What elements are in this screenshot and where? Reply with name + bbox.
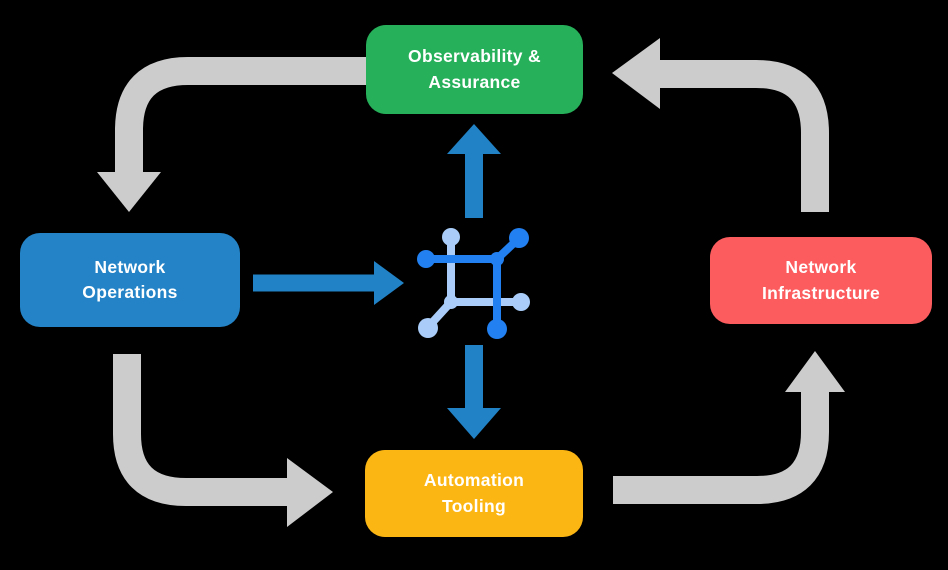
- icon-node-circle: [418, 318, 438, 338]
- flow-arrow-operations-to-icon: [253, 261, 404, 305]
- icon-node-circle: [487, 319, 507, 339]
- node-network-infrastructure: Network Infrastructure: [710, 237, 932, 324]
- cycle-arrow-observability-to-operations: [97, 57, 372, 212]
- arrow-head-left-icon: [612, 38, 660, 109]
- icon-node-circle: [512, 293, 530, 311]
- icon-light-links: [418, 228, 530, 338]
- flow-arrow-icon-to-tooling: [447, 345, 501, 439]
- icon-dark-links: [417, 228, 529, 339]
- arrow-shaft: [113, 354, 289, 506]
- arrow-head-down-icon: [97, 172, 161, 212]
- arrow-head-right-icon: [287, 458, 333, 527]
- node-label-line: Network: [785, 257, 857, 278]
- node-label-line: Observability &: [408, 46, 541, 67]
- arrow-head-up-icon: [785, 351, 845, 392]
- arrow-head-up-icon: [447, 124, 501, 154]
- node-observability-assurance: Observability & Assurance: [366, 25, 583, 114]
- node-label-line: Tooling: [442, 495, 506, 516]
- icon-node-circle: [442, 228, 460, 246]
- icon-node-circle: [417, 250, 435, 268]
- arrow-shaft: [613, 390, 829, 504]
- arrow-shaft: [658, 60, 829, 212]
- node-label-line: Operations: [82, 282, 178, 302]
- flow-arrow-icon-to-observability: [447, 124, 501, 218]
- icon-node-circle: [509, 228, 529, 248]
- arrow-head-down-icon: [447, 408, 501, 439]
- node-label-line: Automation: [423, 470, 525, 491]
- arrow-head-right-icon: [374, 261, 404, 305]
- node-label-line: Assurance: [428, 71, 521, 92]
- icon-node-circle: [490, 252, 504, 266]
- node-label-line: Infrastructure: [762, 282, 880, 303]
- cycle-arrow-operations-to-tooling: [113, 354, 333, 527]
- icon-node-circle: [444, 295, 458, 309]
- network-automation-icon: [417, 228, 530, 339]
- node-network-operations: Network Operations: [20, 233, 240, 327]
- node-label-line: Network: [94, 256, 166, 277]
- cycle-arrow-tooling-to-infrastructure: [613, 351, 845, 504]
- cycle-arrow-infrastructure-to-observability: [612, 38, 829, 212]
- arrow-shaft: [115, 57, 372, 174]
- node-automation-tooling: Automation Tooling: [365, 450, 583, 537]
